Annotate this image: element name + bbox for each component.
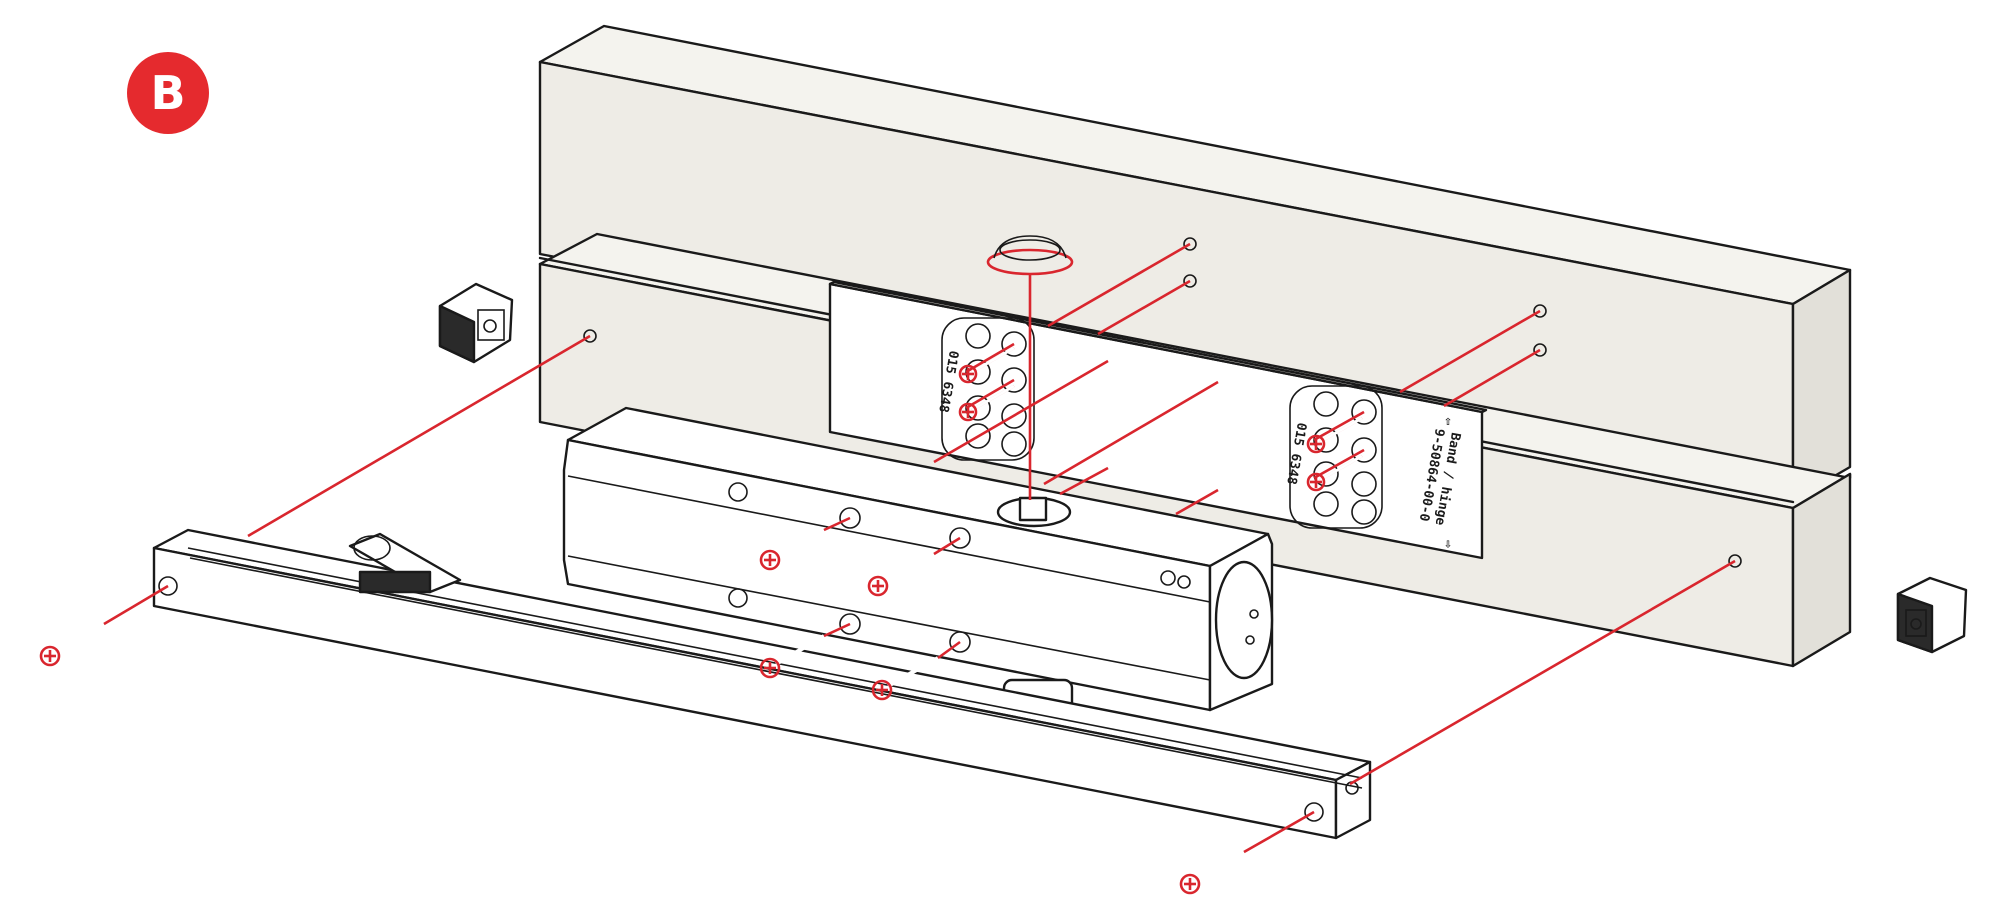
upper-frame-block [538,24,1852,502]
screw-body-4 [871,640,961,701]
screw-plate-4 [1306,454,1363,492]
screw-body-3 [759,622,851,679]
alignment-lines [247,242,1736,786]
lower-frame-side-face [1791,472,1852,668]
screw-plate-1 [958,346,1015,384]
screw-body-2 [867,536,961,597]
end-cap-right-icon [1896,576,1968,654]
end-cap-left-icon [438,282,514,364]
screw-plate-3 [1306,416,1363,454]
plate-arrow-top: ⇧ [1444,414,1452,429]
screw-body-1 [759,516,851,571]
upper-frame-side-face [1791,268,1852,502]
plate-arrow-bottom: ⇩ [1444,537,1452,552]
slide-rail [152,528,1372,840]
screw-plate-2 [958,384,1015,422]
screw-icon [39,346,1363,895]
step-badge: B [127,52,209,134]
screw-rail-left [39,584,169,667]
screw-rail-right [1179,810,1315,895]
